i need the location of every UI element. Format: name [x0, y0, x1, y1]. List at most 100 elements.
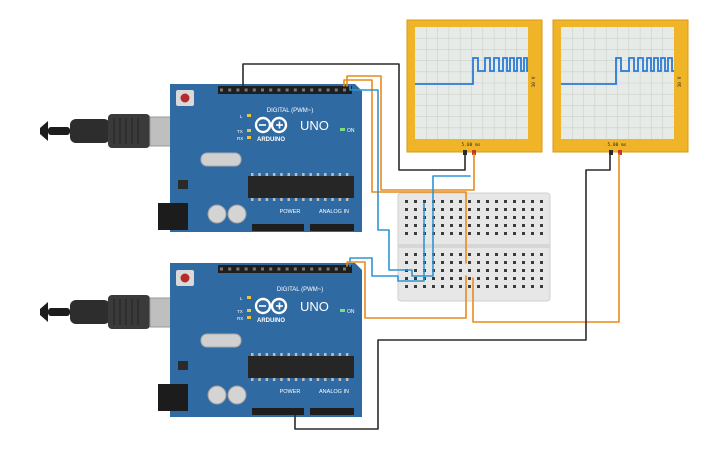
- breadboard-hole: [459, 253, 462, 256]
- header-pin-hole: [343, 88, 346, 92]
- power-header-top[interactable]: [252, 224, 304, 231]
- reset-button-cap: [180, 273, 190, 283]
- chip-pin: [316, 378, 320, 381]
- breadboard-hole: [540, 261, 543, 264]
- oscilloscope-left[interactable]: 10 V 5.00 ms: [406, 19, 543, 155]
- breadboard-hole: [414, 216, 417, 219]
- chip-pin: [258, 173, 261, 176]
- wire-black-top-gnd[interactable]: [242, 63, 466, 171]
- arduino-board-top[interactable]: DIGITAL (PWM~) L TX RX ARDUINO UNO ON: [40, 84, 362, 232]
- chip-pin: [280, 198, 283, 201]
- scope-probe-right-pos[interactable]: [618, 150, 622, 155]
- breadboard-hole: [477, 253, 480, 256]
- scope-probe-left-neg[interactable]: [463, 150, 467, 155]
- oscilloscope-right[interactable]: 10 V 5.00 ms: [552, 19, 689, 155]
- rx-label-bottom: RX: [237, 316, 243, 321]
- scope-probe-left-pos[interactable]: [472, 150, 476, 155]
- chip-pin: [272, 198, 276, 201]
- chip-pin: [324, 198, 327, 201]
- breadboard-hole: [495, 285, 498, 288]
- chip-pins: [251, 353, 349, 381]
- breadboard-hole: [540, 200, 543, 203]
- wire-orange-top-tx[interactable]: [346, 75, 475, 191]
- breadboard-hole: [540, 253, 543, 256]
- analog-header-top[interactable]: [310, 224, 354, 231]
- chip-pin: [302, 198, 305, 201]
- rx-led-top: [247, 136, 251, 139]
- l-label-bottom: L: [240, 296, 243, 301]
- chip-pin: [324, 173, 327, 176]
- header-pin-hole: [310, 88, 314, 92]
- breadboard-hole: [540, 208, 543, 211]
- breadboard-hole: [441, 200, 444, 203]
- usb-cable-top: [40, 114, 179, 148]
- wire-orange-right-scope[interactable]: [472, 153, 620, 323]
- breadboard-hole: [486, 277, 489, 280]
- breadboard-hole: [504, 277, 507, 280]
- chip-pin: [302, 353, 305, 356]
- breadboard-hole: [405, 200, 408, 203]
- breadboard-hole: [522, 232, 525, 235]
- breadboard-hole: [504, 216, 507, 219]
- chip-pin: [272, 378, 276, 381]
- header-pin-hole: [228, 88, 232, 92]
- brand-label-bottom: ARDUINO: [257, 318, 285, 324]
- chip-pin: [338, 353, 342, 356]
- chip-pin: [309, 198, 312, 201]
- breadboard-hole: [495, 224, 498, 227]
- breadboard-hole: [504, 269, 507, 272]
- breadboard-hole: [405, 232, 408, 235]
- breadboard-hole: [522, 216, 525, 219]
- breadboard-hole: [468, 269, 471, 272]
- breadboard-hole: [468, 200, 471, 203]
- header-pin-hole: [252, 267, 256, 271]
- scope-time-right: 5.00 ms: [608, 142, 627, 148]
- analog-header-bottom[interactable]: [310, 408, 354, 415]
- breadboard-hole: [468, 277, 471, 280]
- breadboard-hole: [540, 224, 543, 227]
- breadboard-hole: [450, 216, 453, 219]
- digital-header-bottom[interactable]: [218, 265, 352, 273]
- chip-pin: [338, 173, 342, 176]
- breadboard-hole: [540, 269, 543, 272]
- arduino-logo-bottom: [254, 297, 288, 315]
- wire-black-right-scope[interactable]: [294, 153, 611, 430]
- wire-orange-top-bb[interactable]: [343, 79, 467, 264]
- rx-led-bottom: [247, 316, 251, 319]
- wire-blue-top[interactable]: [349, 85, 471, 277]
- arduino-board-bottom[interactable]: DIGITAL (PWM~) TX RX L ARDUINO UNO ON PO…: [40, 263, 362, 417]
- scope-probe-right-neg[interactable]: [609, 150, 613, 155]
- scope-trace-left: [415, 57, 528, 85]
- chip-pin: [265, 173, 269, 176]
- breadboard-hole: [504, 285, 507, 288]
- breadboard-hole: [405, 253, 408, 256]
- breadboard-hole: [495, 261, 498, 264]
- chip-pin: [294, 353, 298, 356]
- wires[interactable]: [242, 63, 620, 430]
- scope-scale-left: 10 V: [531, 76, 537, 87]
- atmega-chip-bottom: [248, 356, 354, 378]
- breadboard-hole: [522, 208, 525, 211]
- wire-orange-bottom[interactable]: [346, 261, 467, 319]
- chip-pin: [331, 378, 334, 381]
- wire-blue-bottom[interactable]: [349, 202, 425, 282]
- breadboard-hole: [513, 232, 516, 235]
- model-label-bottom: UNO: [300, 299, 329, 314]
- digital-header-holes: [220, 88, 346, 92]
- breadboard-hole: [405, 216, 408, 219]
- digital-header-top[interactable]: [218, 86, 352, 94]
- chip-pin: [331, 353, 334, 356]
- breadboard[interactable]: [397, 192, 551, 302]
- power-header-bottom[interactable]: [252, 408, 304, 415]
- l-led-bottom: [247, 296, 251, 299]
- breadboard-hole: [459, 277, 462, 280]
- breadboard-hole: [414, 269, 417, 272]
- breadboard-hole: [441, 269, 444, 272]
- breadboard-hole: [477, 224, 480, 227]
- breadboard-hole: [486, 253, 489, 256]
- header-pin-hole: [269, 267, 273, 271]
- breadboard-hole: [513, 216, 516, 219]
- breadboard-hole: [450, 261, 453, 264]
- on-label-top: ON: [347, 128, 355, 134]
